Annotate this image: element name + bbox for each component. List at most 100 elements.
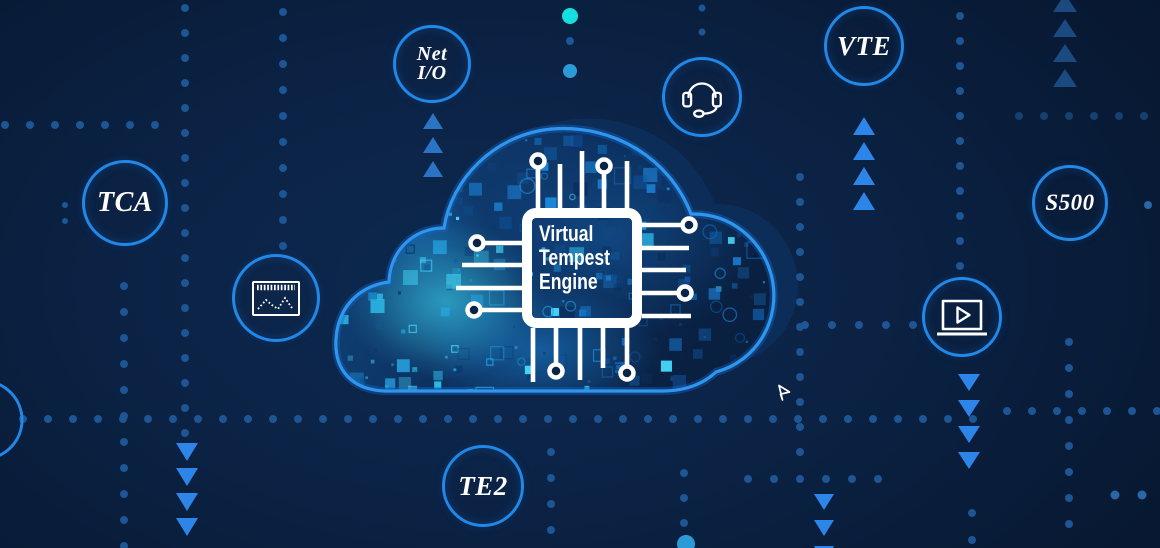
pattern-dot: [101, 121, 109, 129]
pattern-triangle: [423, 161, 443, 177]
pattern-dot: [544, 415, 552, 423]
pattern-dot: [169, 415, 177, 423]
pattern-dot: [120, 464, 128, 472]
pattern-dot: [796, 173, 804, 181]
pattern-dot: [680, 494, 688, 502]
pattern-dot: [956, 262, 964, 270]
pattern-dot: [1, 121, 9, 129]
pattern-dot: [796, 475, 804, 483]
pattern-dot: [279, 34, 287, 42]
pattern-dot: [848, 475, 856, 483]
pattern-dot: [619, 415, 627, 423]
video-player-circle: [922, 277, 1002, 357]
pattern-dot: [956, 137, 964, 145]
pattern-dot: [882, 321, 890, 329]
cloud-outline: [334, 126, 776, 393]
pattern-dot: [279, 242, 287, 250]
badge-te2: TE2: [442, 445, 524, 527]
pattern-dot: [796, 423, 804, 431]
pattern-triangle: [1053, 44, 1077, 62]
pattern-dot: [181, 79, 189, 87]
pattern-triangle: [814, 520, 834, 536]
pattern-dot: [956, 62, 964, 70]
pattern-dot: [796, 198, 804, 206]
pattern-dot: [294, 415, 302, 423]
pattern-dot: [828, 321, 836, 329]
pattern-dot: [469, 415, 477, 423]
pattern-dot: [769, 415, 777, 423]
pattern-dot: [1078, 407, 1086, 415]
pattern-triangle: [176, 493, 198, 511]
pattern-dot: [794, 415, 802, 423]
pattern-dot: [956, 212, 964, 220]
pattern-triangle: [958, 452, 980, 469]
pattern-dot: [969, 415, 977, 423]
pattern-dot: [1137, 490, 1147, 500]
pattern-dot: [698, 4, 706, 12]
pattern-dot: [680, 469, 688, 477]
pattern-dot: [956, 12, 964, 20]
pattern-dot: [94, 415, 102, 423]
pattern-dot: [698, 28, 706, 36]
headset-icon: [682, 82, 722, 118]
pattern-dot: [1065, 416, 1073, 424]
pattern-dot: [1103, 407, 1111, 415]
pattern-dot: [181, 354, 189, 362]
pattern-dot: [744, 415, 752, 423]
accent-dot: [562, 8, 578, 24]
pattern-dot: [69, 415, 77, 423]
pattern-dot: [181, 54, 189, 62]
pattern-dot: [344, 415, 352, 423]
spectrum-monitor-circle: [232, 254, 320, 342]
badge-net-io-line2: I/O: [417, 62, 447, 84]
pattern-dot: [894, 415, 902, 423]
pattern-dot: [269, 415, 277, 423]
pattern-dot: [279, 112, 287, 120]
pattern-triangle: [423, 113, 443, 129]
accent-dot: [566, 37, 574, 45]
laptop-play-icon: [937, 299, 987, 336]
pattern-triangle: [853, 192, 875, 210]
pattern-dot: [956, 112, 964, 120]
pattern-dot: [796, 248, 804, 256]
pattern-triangle: [423, 137, 443, 153]
pattern-dot: [956, 237, 964, 245]
chart-monitor-icon: [252, 281, 300, 316]
pattern-dot: [719, 415, 727, 423]
chip-label-line1: Virtual: [539, 222, 593, 246]
pattern-dot: [1015, 112, 1023, 120]
pattern-dot: [569, 415, 577, 423]
pattern-dot: [822, 475, 830, 483]
pattern-dot: [51, 121, 59, 129]
pattern-dot: [1110, 490, 1120, 500]
pattern-dot: [796, 398, 804, 406]
pattern-dot: [644, 415, 652, 423]
pattern-dot: [1065, 442, 1073, 450]
pattern-dot: [547, 500, 555, 508]
pattern-triangle: [853, 167, 875, 185]
badge-net-io: Net I/O: [393, 25, 471, 103]
pattern-dot: [279, 164, 287, 172]
pattern-dot: [394, 415, 402, 423]
pattern-dot: [1053, 407, 1061, 415]
pattern-dot: [244, 415, 252, 423]
pattern-dot: [181, 154, 189, 162]
pattern-dot: [1065, 112, 1073, 120]
badge-vte: VTE: [824, 6, 904, 86]
pattern-dot: [956, 187, 964, 195]
pattern-dot: [319, 415, 327, 423]
pattern-dot: [120, 438, 128, 446]
pattern-dot: [1090, 112, 1098, 120]
pattern-dot: [1040, 112, 1048, 120]
pattern-dot: [547, 448, 555, 456]
pattern-dot: [120, 308, 128, 316]
badge-tca-label: TCA: [97, 187, 153, 218]
pattern-dot: [819, 415, 827, 423]
pattern-dot: [680, 519, 688, 527]
pattern-dot: [1153, 407, 1160, 415]
pattern-dot: [594, 415, 602, 423]
pattern-dot: [126, 121, 134, 129]
